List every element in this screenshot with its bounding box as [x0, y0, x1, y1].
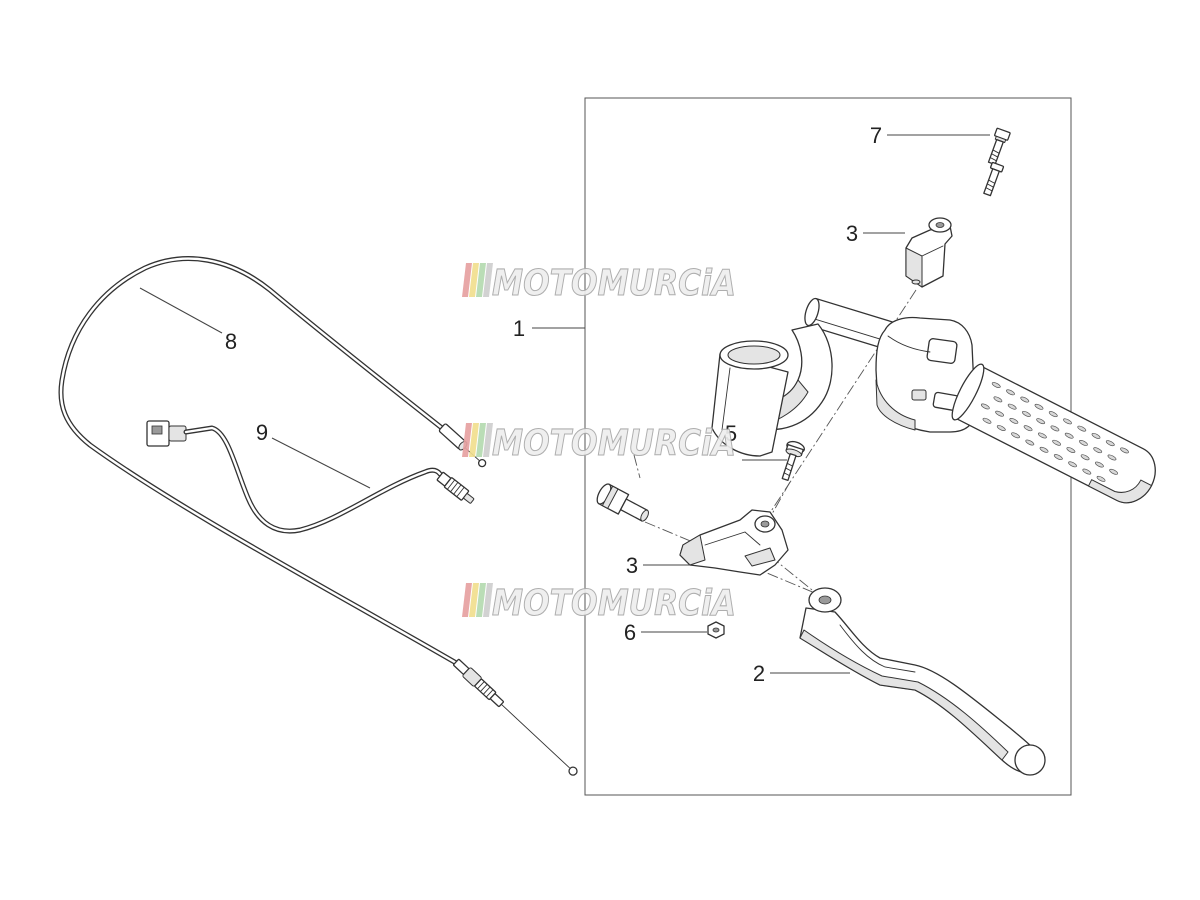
- grip-slot: [1039, 446, 1049, 453]
- grip-slot: [1011, 432, 1020, 439]
- watermark-bottom: MOTOMURCiA: [462, 582, 737, 625]
- grip-slot: [1050, 425, 1060, 432]
- grip-slot: [1080, 454, 1090, 461]
- grip-slot: [1079, 440, 1088, 446]
- switch-housing: [875, 316, 976, 433]
- grip-slot: [1109, 468, 1119, 475]
- lever-bracket: [679, 509, 789, 576]
- grip-slot: [1052, 439, 1062, 446]
- handlebar-grip: [951, 363, 1156, 504]
- wire-connector: [146, 420, 187, 447]
- grip-slot: [993, 396, 1003, 403]
- clutch-lever: [799, 587, 1046, 776]
- clutch-switch-wire: [146, 420, 475, 534]
- grip-slot: [1023, 425, 1033, 432]
- grip-slot: [1025, 439, 1035, 446]
- grip-slot: [1120, 447, 1129, 454]
- callout-2: 2: [753, 661, 765, 686]
- callout-3-lower: 3: [626, 553, 638, 578]
- grip-slot: [1068, 461, 1077, 468]
- grip-slot: [1082, 468, 1092, 475]
- switch-button-small: [911, 389, 927, 401]
- grip-slot: [980, 403, 990, 410]
- watermark-text: MOTOMURCiA: [492, 423, 736, 464]
- grip-slot: [1094, 461, 1104, 468]
- leader-9: [271, 437, 371, 489]
- callout-6: 6: [624, 620, 636, 645]
- adjuster-pin: [596, 483, 649, 522]
- watermark-text: MOTOMURCiA: [492, 263, 736, 304]
- callout-9: 9: [256, 420, 268, 445]
- callout-5: 5: [725, 421, 737, 446]
- grip-slot: [1053, 454, 1063, 461]
- grip-slot: [1107, 454, 1117, 461]
- wire-switch-fitting: [436, 471, 475, 504]
- grip-slot: [1066, 447, 1076, 453]
- grip-slot: [1009, 418, 1019, 424]
- grip-slot: [1048, 411, 1058, 418]
- callout-7: 7: [870, 123, 882, 148]
- grip-slot: [1091, 432, 1101, 439]
- grip-slot: [1063, 418, 1072, 425]
- grip-slot: [996, 425, 1006, 431]
- lever-ball-end: [1014, 744, 1046, 776]
- grip-slot: [1064, 432, 1074, 439]
- watermark-text: MOTOMURCiA: [492, 583, 736, 624]
- grip-slot: [1006, 389, 1015, 396]
- callout-1: 1: [513, 316, 525, 341]
- switch-button-upper: [926, 338, 958, 364]
- lever-pivot-bolt: [781, 440, 805, 482]
- nut-hole: [712, 627, 720, 633]
- callout-3-upper: 3: [846, 221, 858, 246]
- grip-slot: [1096, 475, 1106, 482]
- bolts: [983, 127, 1011, 197]
- grip-slot: [1077, 425, 1087, 432]
- grip-slot-pattern: [980, 382, 1129, 482]
- leader-lines: [139, 134, 990, 674]
- grip-slot: [1034, 403, 1044, 410]
- bolt-upper: [987, 127, 1011, 166]
- tube-clamp: [711, 340, 789, 457]
- grip-slot: [1105, 440, 1115, 447]
- watermark-middle: MOTOMURCiA: [462, 422, 737, 465]
- grip-slot: [1093, 447, 1103, 454]
- watermark-top: MOTOMURCiA: [462, 262, 737, 305]
- leader-8: [139, 287, 223, 334]
- cable-lower-fitting: [453, 658, 578, 776]
- grip-slot: [1037, 432, 1047, 439]
- grip-slot: [991, 382, 1001, 389]
- grip-slot: [1020, 396, 1030, 403]
- grip-slot: [982, 417, 992, 424]
- grip-slot: [1007, 403, 1017, 410]
- callout-labels: 7 3 1 5 3 6 2 8 9: [225, 123, 882, 686]
- upper-clamp: [905, 217, 953, 288]
- callout-8: 8: [225, 329, 237, 354]
- clutch-cable: [58, 256, 578, 776]
- grip-slot: [1036, 418, 1046, 425]
- bolt-lower: [983, 161, 1005, 197]
- grip-slot: [1021, 410, 1031, 417]
- grip-slot: [995, 410, 1005, 417]
